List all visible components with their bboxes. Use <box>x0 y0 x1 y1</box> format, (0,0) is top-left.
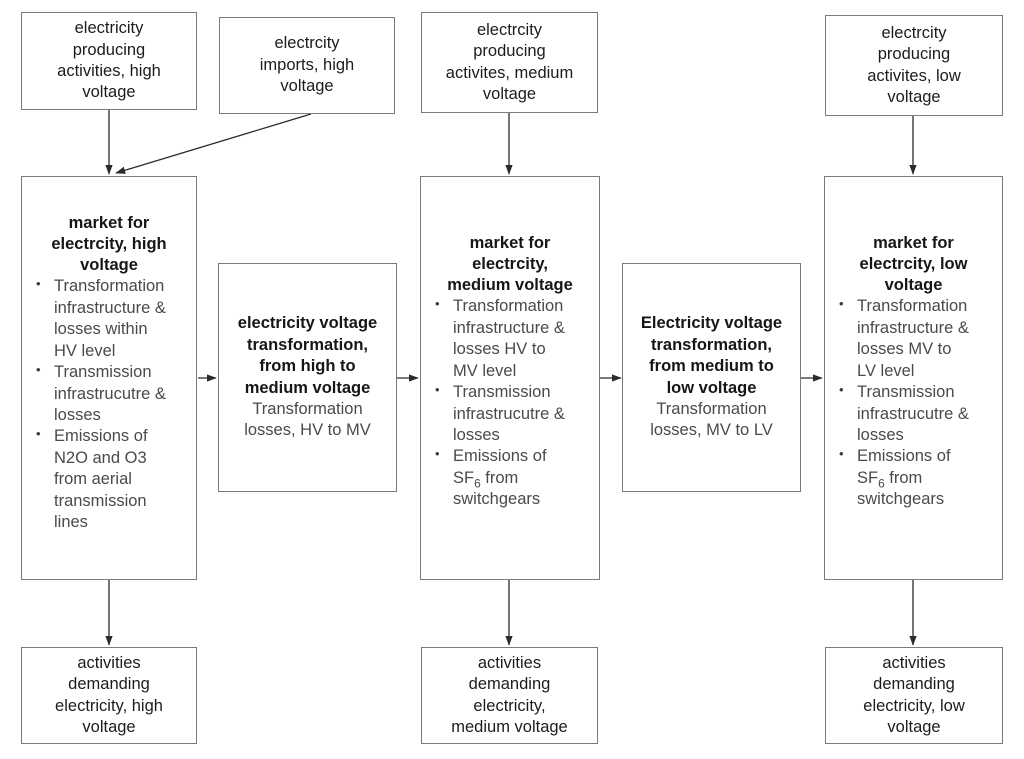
node-transform-mv-lv-title: Electricity voltage transformation, from… <box>640 314 783 397</box>
node-demand-mv[interactable]: activities demanding electricity, medium… <box>421 647 598 744</box>
node-supply-lv-label: electrcity producing activites, low volt… <box>867 23 961 106</box>
bullet-item: Emissions of N2O and O3 from aerial tran… <box>28 426 196 533</box>
node-demand-mv-label: activities demanding electricity, medium… <box>451 653 568 736</box>
node-demand-hv-label: activities demanding electricity, high v… <box>55 653 163 736</box>
node-market-mv-title: market for electrcity, medium voltage <box>447 234 573 295</box>
edge-imports-hv-to-market-hv <box>115 113 312 174</box>
node-transform-hv-mv[interactable]: electricity voltage transformation, from… <box>218 263 397 492</box>
node-transform-hv-mv-sub: Transformation losses, HV to MV <box>244 399 371 440</box>
node-imports-hv-label: electrcity imports, high voltage <box>259 34 355 96</box>
node-market-hv-bullets: Transformation infrastructure & losses w… <box>22 276 196 533</box>
node-transform-mv-lv[interactable]: Electricity voltage transformation, from… <box>622 263 801 492</box>
node-market-mv[interactable]: market for electrcity, medium voltage Tr… <box>420 176 600 580</box>
node-supply-mv[interactable]: electrcity producing activites, medium v… <box>421 12 598 113</box>
node-demand-lv-label: activities demanding electricity, low vo… <box>863 653 965 736</box>
node-market-hv-title: market for electrcity, high voltage <box>51 214 167 275</box>
node-transform-mv-lv-sub: Transformation losses, MV to LV <box>650 399 773 440</box>
node-transform-hv-mv-title: electricity voltage transformation, from… <box>237 314 378 397</box>
node-demand-hv[interactable]: activities demanding electricity, high v… <box>21 647 197 744</box>
node-imports-hv[interactable]: electrcity imports, high voltage <box>219 17 395 114</box>
node-supply-hv-label: electricity producing activities, high v… <box>57 19 161 102</box>
bullet-item: Transmission infrastrucutre & losses <box>28 362 196 426</box>
node-market-lv[interactable]: market for electrcity, low voltage Trans… <box>824 176 1003 580</box>
node-supply-lv[interactable]: electrcity producing activites, low volt… <box>825 15 1003 116</box>
bullet-item: Transformation infrastructure & losses w… <box>28 276 196 362</box>
node-supply-mv-label: electrcity producing activites, medium v… <box>445 20 574 103</box>
node-market-lv-title: market for electrcity, low voltage <box>859 234 968 295</box>
node-supply-hv[interactable]: electricity producing activities, high v… <box>21 12 197 110</box>
node-market-hv[interactable]: market for electrcity, high voltage Tran… <box>21 176 197 580</box>
node-demand-lv[interactable]: activities demanding electricity, low vo… <box>825 647 1003 744</box>
